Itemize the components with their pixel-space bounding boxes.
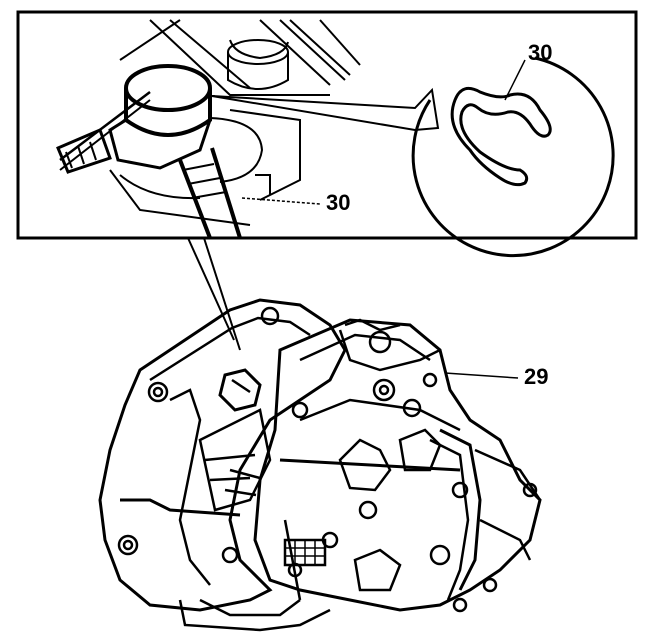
- retaining-clip: [450, 86, 552, 187]
- clip-detail-circle: [411, 56, 615, 258]
- transmission-housing-drawing: [98, 298, 542, 632]
- callout-inset-part: 30: [326, 190, 351, 215]
- callout-main-part: 29: [524, 364, 549, 389]
- inset-detail-frame: [16, 10, 638, 240]
- inset-cylinder-drawing: [56, 19, 440, 239]
- inset-leader-lines: [187, 237, 241, 351]
- callout-detail-clip: 30: [528, 40, 553, 65]
